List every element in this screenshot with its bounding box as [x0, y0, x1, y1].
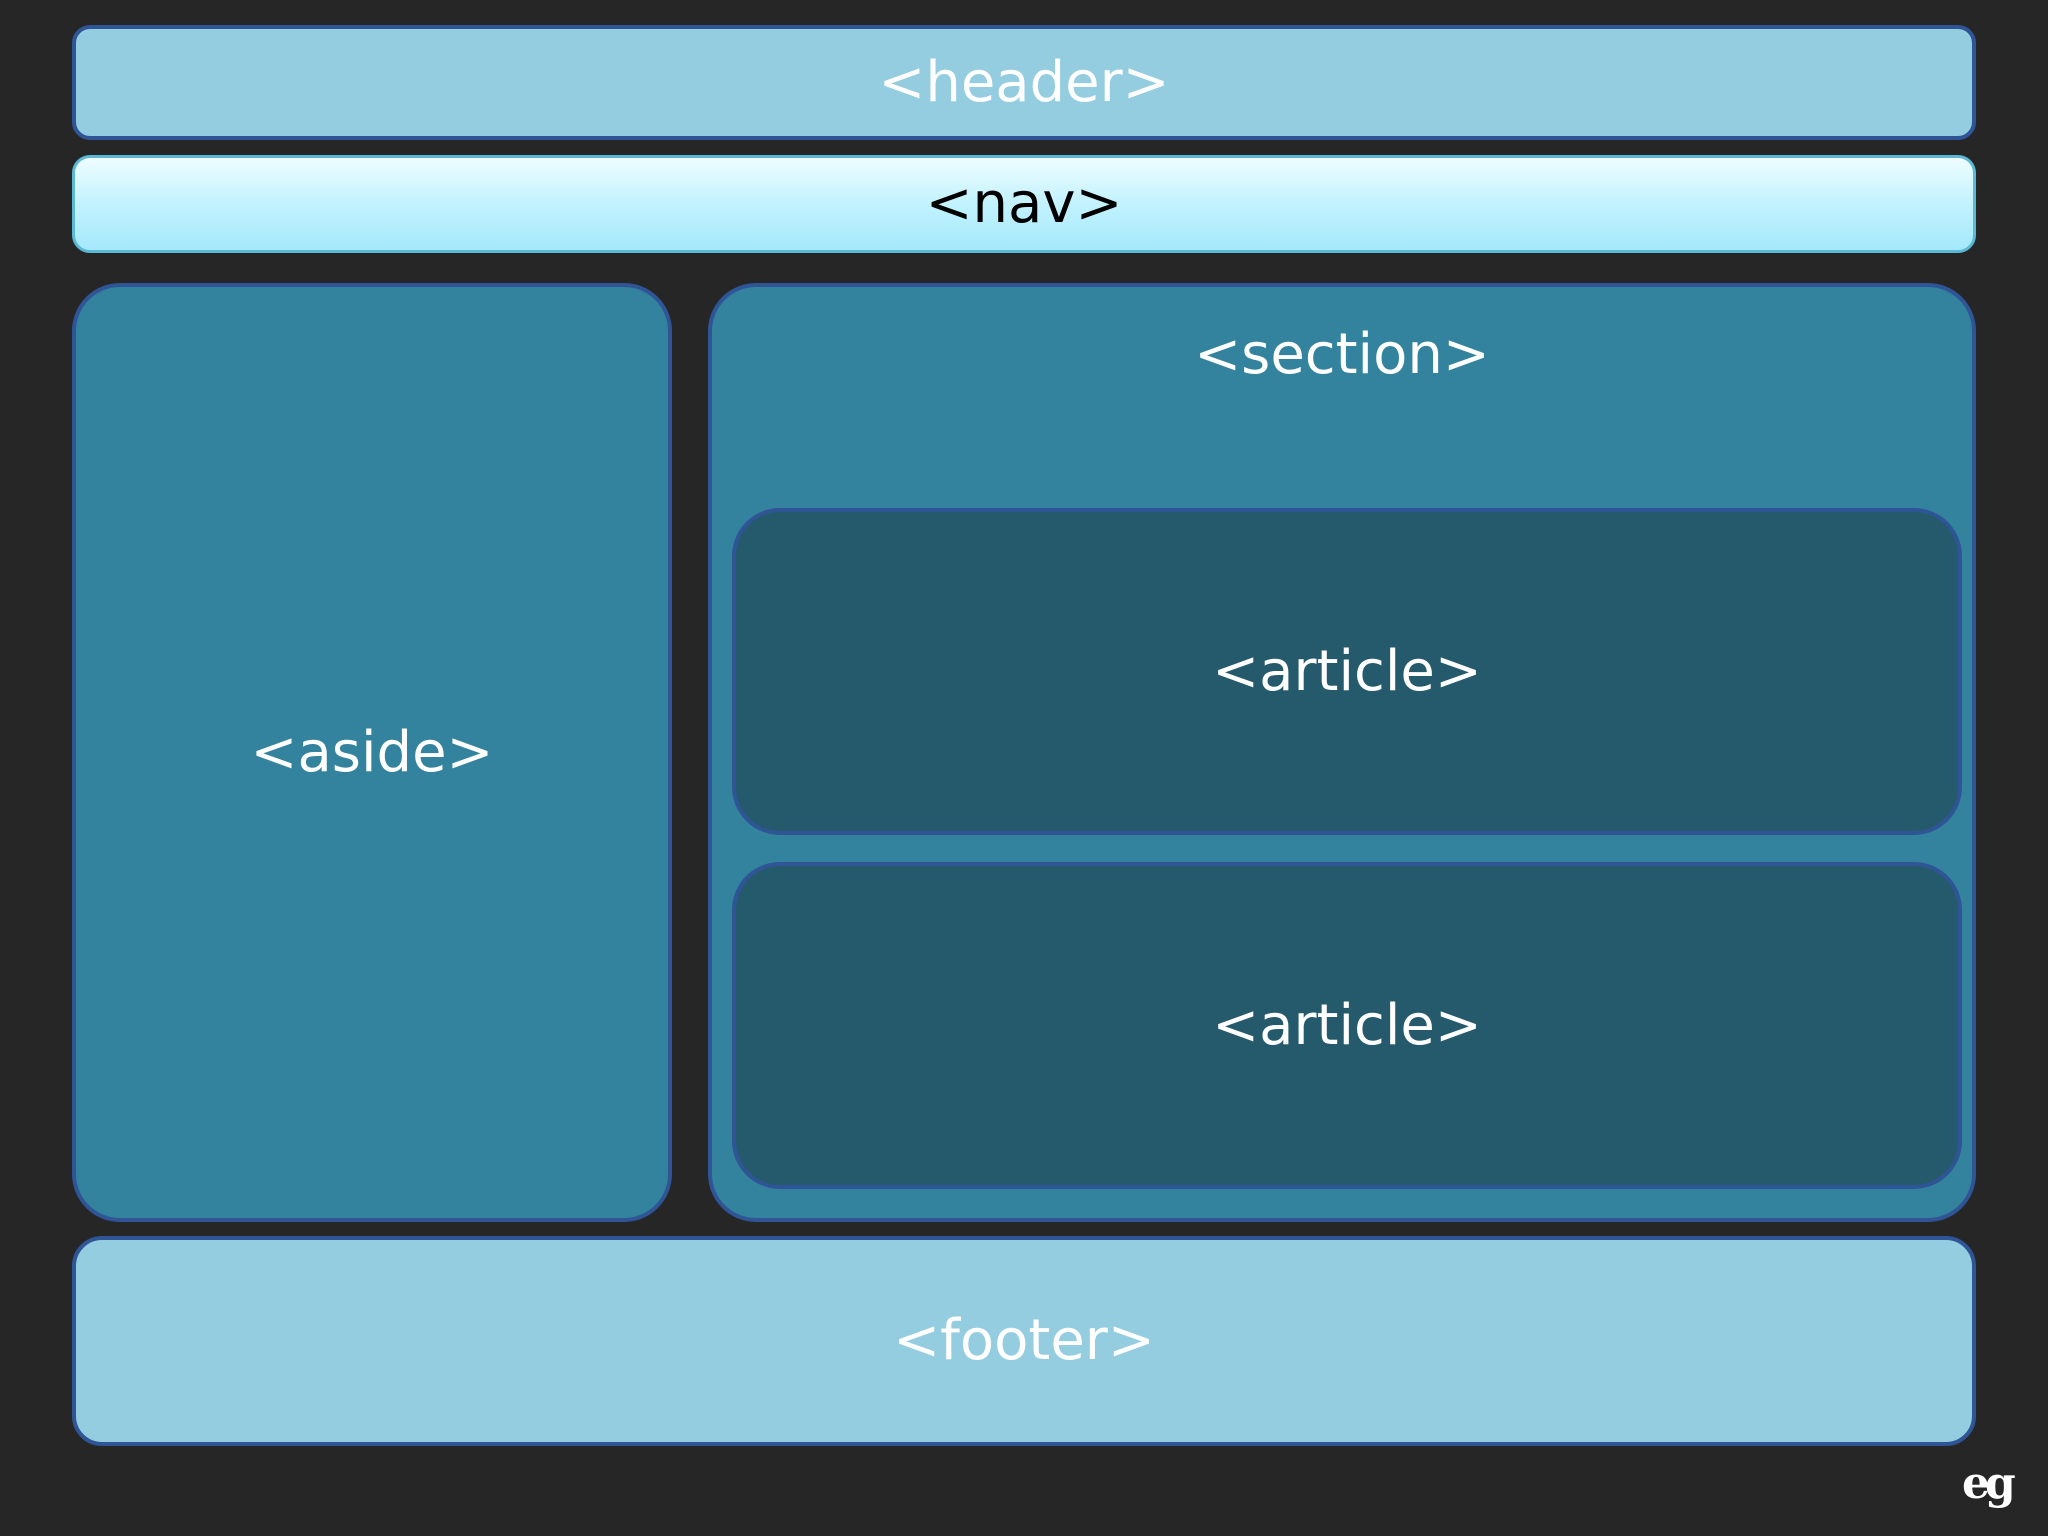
aside-box: <aside> — [72, 283, 672, 1222]
header-box: <header> — [72, 25, 1976, 140]
footer-box: <footer> — [72, 1236, 1976, 1446]
article-label-2: <article> — [1212, 992, 1482, 1058]
article-label-1: <article> — [1212, 638, 1482, 704]
nav-box: <nav> — [72, 155, 1976, 253]
nav-label: <nav> — [925, 171, 1123, 236]
header-label: <header> — [878, 49, 1170, 115]
article-box-2: <article> — [732, 862, 1962, 1189]
svg-text:e: e — [1962, 1458, 1990, 1509]
svg-text:g: g — [1985, 1458, 2016, 1509]
aside-label: <aside> — [250, 719, 494, 785]
footer-label: <footer> — [893, 1308, 1155, 1373]
article-box-1: <article> — [732, 508, 1962, 835]
section-label: <section> — [1194, 322, 1490, 387]
eg-logo: e g — [1962, 1458, 2016, 1509]
